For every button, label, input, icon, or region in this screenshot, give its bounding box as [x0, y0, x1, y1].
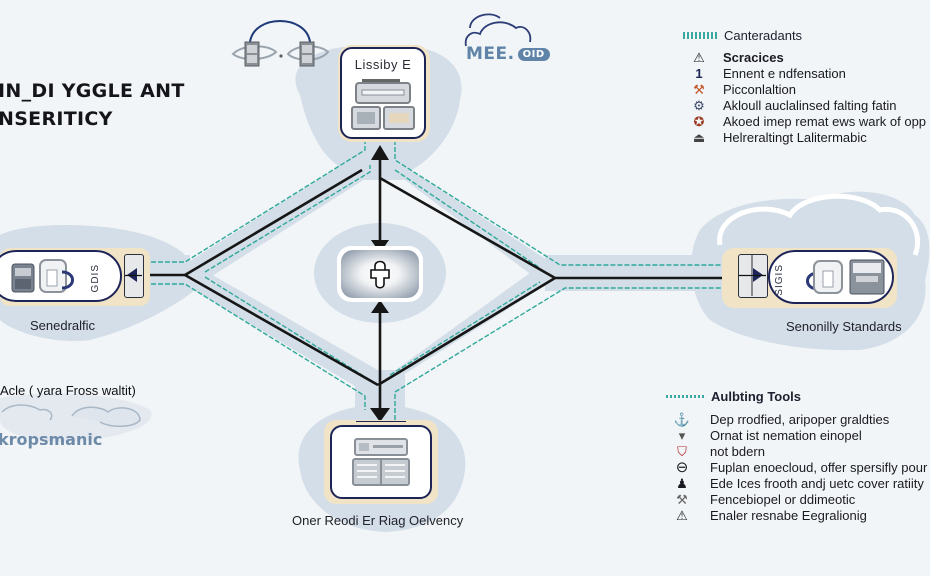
port-arrow-right-icon — [739, 255, 766, 296]
trace-outer-lower-left — [130, 283, 366, 410]
legend-item: ▾Ornat ist nemation einopel — [672, 427, 930, 443]
left-node-card[interactable]: GDIS — [0, 250, 122, 302]
tool-icon: ⚒ — [693, 81, 705, 97]
connectors — [130, 152, 740, 412]
arrowhead-up-center — [371, 300, 389, 313]
legend-item: ⚒Picconlaltion — [689, 81, 926, 97]
top-node-title: Lissiby E — [354, 57, 412, 72]
port-arrow-left-icon — [125, 268, 142, 282]
legend-auditing-list: ⚓Dep rrodfied, aripoper graldties ▾Ornat… — [672, 411, 930, 523]
minus-circle-icon: ⊖ — [675, 458, 689, 476]
padlock-icon — [370, 260, 390, 289]
brand-logo: MEE. OID — [466, 44, 550, 64]
left-node-side-text: GDIS — [90, 264, 101, 293]
dashed-traces — [130, 140, 745, 420]
shield-badge-icon: ⛉ — [677, 443, 687, 459]
center-lock-node[interactable] — [341, 250, 419, 298]
lock-device-icon — [11, 259, 74, 293]
linked-devices-icon — [231, 20, 330, 67]
trace-outer-upper-right — [394, 140, 745, 266]
left-node-label: Senedralfic — [30, 318, 96, 333]
trace-inner-lower-left — [204, 276, 371, 381]
trace-outer-upper-left — [130, 140, 366, 263]
down-arrow-icon: ▾ — [678, 427, 686, 443]
right-cloud-outline — [717, 193, 921, 256]
bottom-node-card[interactable] — [330, 425, 432, 499]
diagram-title-line2: NSERITICY — [0, 108, 113, 130]
legend-item: ⚠Enaler resnabe Eegralionig — [672, 507, 930, 523]
arrowhead-up-top — [371, 145, 389, 160]
lock-device-icon — [806, 259, 885, 295]
corridor-right-stub — [545, 255, 745, 291]
legend-contents-title: Canteradants — [724, 28, 803, 43]
warning-triangle-icon: ⚠ — [693, 49, 705, 65]
bottom-node-tab — [356, 421, 406, 426]
connector-lower-left — [184, 273, 379, 387]
database-panel-icon — [352, 438, 410, 486]
wrench-icon: ⚒ — [676, 491, 688, 507]
legend-item: ♟Ede Ices frooth andj uetc cover ratiity — [672, 475, 930, 491]
brand-badge: OID — [517, 47, 550, 61]
legend-item: ⛉not bdern — [672, 443, 930, 459]
legend-item: ⚙Akloull auclalinsed falting fatin — [689, 97, 926, 113]
legend-item: ✪Akoed imep remat ews wark of opp — [689, 113, 927, 129]
legend-auditing-title: Aulbting Tools — [711, 389, 802, 404]
trace-inner-lower-right — [389, 281, 541, 376]
connector-upper-right — [379, 176, 556, 280]
legend-item: ⊖Fuplan enoecloud, offer spersifly pour … — [672, 459, 930, 475]
left-port-connector — [124, 254, 144, 298]
legend-item: ⚓Dep rrodfied, aripoper graldties — [673, 411, 890, 427]
cloud-scribble-icon — [1, 404, 141, 427]
legend-marker — [683, 32, 719, 39]
number-one-icon: 1 — [695, 65, 703, 81]
legend-auditing-tools: Aulbting Tools ⚓Dep rrodfied, aripoper g… — [666, 389, 930, 523]
warning-triangle-icon: ⚠ — [676, 507, 688, 523]
person-stand-icon: ♟ — [676, 475, 688, 491]
legend-item: ⏏Helreraltingt Lalitermabic — [689, 129, 926, 145]
server-rack-icon — [351, 79, 415, 130]
legend-marker — [666, 395, 706, 398]
left-caption-line2: kropsmanic — [0, 430, 103, 449]
badge-icon: ✪ — [693, 113, 705, 129]
arrowhead-down-bottom — [370, 408, 390, 422]
right-port-connector — [738, 254, 768, 298]
diagram-title-line1: IN_DI YGGLE ANT — [0, 80, 185, 102]
trace-outer-lower-right — [394, 287, 745, 420]
legend-item: ⚒Fencebiopel or ddimeotic — [672, 491, 930, 507]
right-node-card[interactable]: SIGIS — [768, 250, 894, 304]
right-node-label: Senonilly Standards — [786, 319, 902, 334]
legend-item: ⚠Scracices — [689, 49, 926, 65]
trace-inner-upper-right — [394, 169, 541, 269]
left-caption-line1: Acle ( yara Fross waltit) — [0, 383, 136, 398]
left-caption-blob — [0, 393, 152, 442]
cloud-logo-icon — [464, 13, 532, 47]
legend-auditing-heading: Aulbting Tools — [666, 389, 930, 404]
connector-lower-right — [377, 276, 556, 387]
triangle-base-icon: ⏏ — [692, 129, 706, 145]
connector-upper-left — [184, 168, 363, 277]
gear-stack-icon: ⚙ — [693, 97, 705, 113]
legend-contents-heading: Canteradants — [683, 28, 926, 43]
brand-text: MEE. — [466, 44, 515, 64]
trace-inner-upper-left — [204, 165, 371, 273]
ship-icon: ⚓ — [673, 411, 691, 427]
bottom-node-label: Oner Reodi Er Riag Oelvency — [292, 513, 464, 528]
top-node-card[interactable]: Lissiby E — [340, 47, 426, 139]
right-node-side-text: SIGIS — [774, 264, 785, 296]
